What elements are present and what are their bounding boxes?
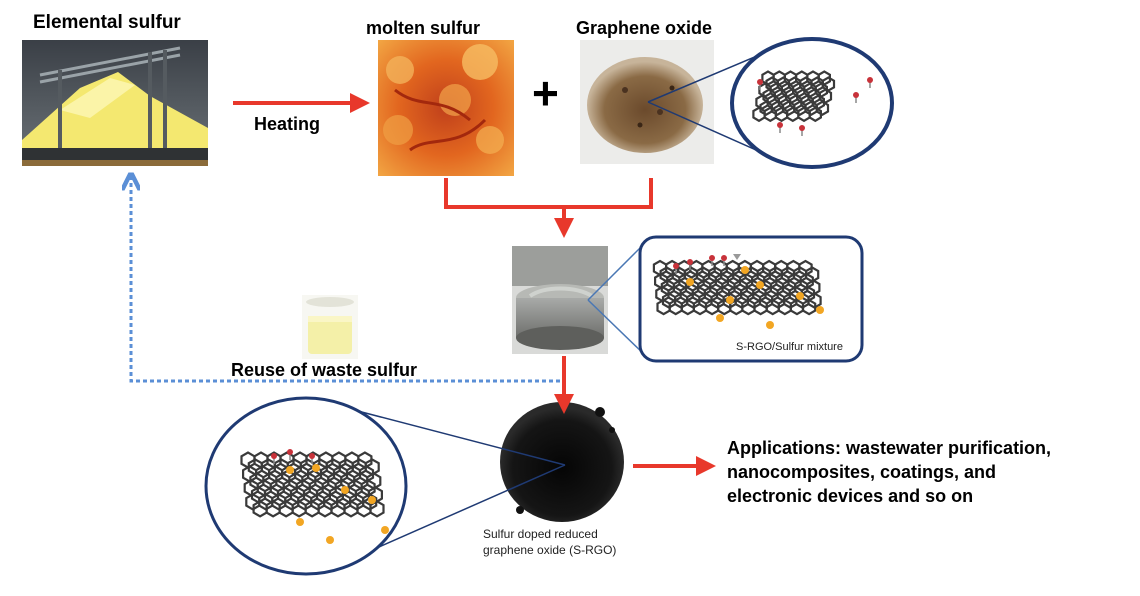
mixture-sulfur-atom: [766, 321, 774, 329]
graphene-oxide-label: Graphene oxide: [576, 18, 713, 38]
go-oxygen-atom: [757, 79, 763, 85]
mixture-ring: [801, 298, 817, 316]
go-ring: [808, 106, 823, 123]
go-ring: [815, 100, 830, 116]
mixture-sulfur-atom: [796, 292, 804, 300]
applications-line1: Applications: wastewater purification,: [727, 438, 1052, 458]
srgo-ring: [360, 479, 376, 497]
srgo-sulfur-atom: [296, 518, 304, 526]
srgo-sulfur-atom: [341, 486, 349, 494]
srgo-lattice: [240, 449, 389, 544]
mixture-oxygen-atom: [709, 255, 715, 261]
mixture-oxygen-atom: [673, 263, 679, 269]
mixture-sulfur-atom: [716, 314, 724, 322]
mixture-ring: [807, 292, 822, 309]
mixture-sulfur-atom: [816, 306, 824, 314]
molten-sulfur-label: molten sulfur: [366, 18, 481, 38]
srgo-sulfur-atom: [368, 496, 376, 504]
merge-connector: [444, 178, 653, 209]
go-oxygen-atom: [777, 122, 783, 128]
process-arrows: [233, 93, 716, 476]
go-oxygen-atom: [853, 92, 859, 98]
srgo-oxygen-atom: [287, 449, 293, 455]
mixture-caption: S-RGO/Sulfur mixture: [736, 341, 843, 353]
mixture-sulfur-atom: [726, 296, 734, 304]
srgo-ring: [362, 493, 378, 511]
go-ring: [811, 94, 826, 110]
mixture-ring: [799, 272, 814, 290]
srgo-ring: [364, 458, 380, 476]
mixture-ring: [804, 266, 820, 283]
mixture-jar-photo: [512, 246, 608, 354]
mixture-sulfur-atom: [741, 266, 749, 274]
srgo-ring: [358, 465, 375, 483]
go-ring: [817, 70, 832, 86]
mixture-ring: [798, 259, 813, 277]
go-ring: [814, 82, 829, 98]
applications-line2: nanocomposites, coatings, and: [727, 462, 997, 482]
srgo-caption-line2: graphene oxide (S-RGO): [483, 543, 617, 557]
waste-sulfur-jar-photo: [302, 295, 358, 359]
reuse-label: Reuse of waste sulfur: [231, 360, 418, 380]
mixture-lattice: [652, 255, 824, 329]
srgo-sulfur-atom: [381, 526, 389, 534]
applications-line3: electronic devices and so on: [727, 486, 974, 506]
srgo-oxygen-atom: [271, 453, 277, 459]
go-oxygen-atom: [867, 77, 873, 83]
mixture-oxygen-atom: [721, 255, 727, 261]
elemental-sulfur-photo: [22, 40, 208, 166]
srgo-ring: [357, 451, 373, 469]
srgo-ring: [366, 472, 382, 490]
molten-sulfur-photo: [378, 40, 514, 176]
go-ring: [818, 88, 833, 104]
elemental-sulfur-label: Elemental sulfur: [33, 12, 181, 33]
heating-label: Heating: [254, 114, 321, 134]
mixture-oxygen-atom: [687, 259, 693, 265]
go-lattice: [752, 70, 873, 136]
graphene-oxide-photo: [580, 40, 714, 164]
go-ring: [821, 76, 836, 92]
srgo-sulfur-atom: [326, 536, 334, 544]
go-oxygen-atom: [799, 125, 805, 131]
mixture-sulfur-atom: [756, 281, 764, 289]
plus-sign: +: [532, 67, 559, 119]
mixture-ring: [806, 279, 821, 296]
srgo-powder-photo: [500, 402, 624, 522]
srgo-ring: [369, 500, 385, 518]
reuse-arrow: [131, 176, 560, 383]
srgo-sulfur-atom: [286, 466, 294, 474]
srgo-sulfur-atom: [312, 464, 320, 472]
srgo-oxygen-atom: [309, 453, 315, 459]
srgo-caption-line1: Sulfur doped reduced: [483, 527, 598, 541]
mixture-sulfur-atom: [686, 278, 694, 286]
